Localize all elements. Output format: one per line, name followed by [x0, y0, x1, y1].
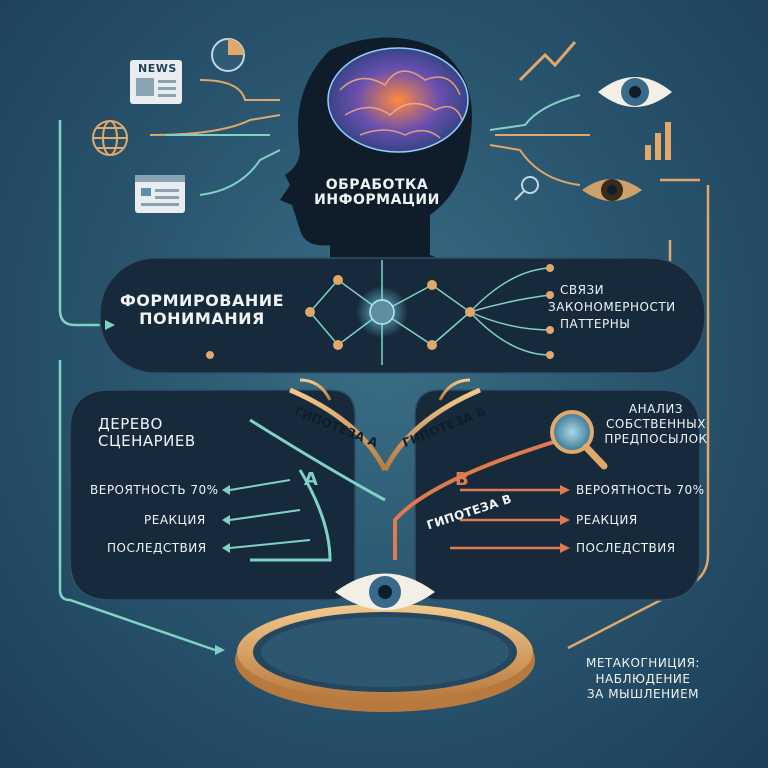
bias-analysis-label: АНАЛИЗ СОБСТВЕННЫХ ПРЕДПОСЫЛОК: [596, 402, 716, 447]
eye-icon: [335, 573, 435, 610]
pie-chart-icon: [211, 38, 245, 72]
bar-chart-icon: [645, 122, 671, 160]
metacognition-line: НАБЛЮДЕНИЕ: [595, 671, 691, 686]
scenarios-title: ДЕРЕВО СЦЕНАРИЕВ: [98, 416, 196, 449]
bias-line: ПРЕДПОСЫЛОК: [604, 432, 708, 446]
understanding-title-line2: ПОНИМАНИЯ: [139, 308, 265, 328]
metacognition-label: МЕТАКОГНИЦИЯ: НАБЛЮДЕНИЕ ЗА МЫШЛЕНИЕМ: [558, 656, 728, 703]
branch-letter-a: A: [304, 469, 319, 490]
pattern-item: ПАТТЕРНЫ: [560, 316, 631, 331]
arrow-heads-orange: [560, 485, 570, 553]
pattern-item: ЗАКОНОМЕРНОСТИ: [548, 299, 676, 314]
search-icon-small: [514, 176, 539, 201]
branch-letter-b: B: [455, 469, 470, 490]
newspaper-icon: [130, 60, 182, 104]
pattern-item: СВЯЗИ: [560, 283, 605, 297]
left-outcome: ПОСЛЕДСТВИЯ: [107, 541, 207, 555]
right-outcome: ПОСЛЕДСТВИЯ: [576, 541, 676, 555]
magnifier-icon: [550, 410, 608, 470]
patterns-list: СВЯЗИ ЗАКОНОМЕРНОСТИ ПАТТЕРНЫ: [548, 282, 676, 332]
understanding-title: ФОРМИРОВАНИЕ ПОНИМАНИЯ: [112, 292, 292, 327]
trend-arrow-icon: [518, 41, 577, 82]
bias-line: АНАЛИЗ: [628, 402, 684, 416]
scenarios-title-line1: ДЕРЕВО: [98, 415, 163, 433]
understanding-title-line1: ФОРМИРОВАНИЕ: [119, 291, 285, 310]
browser-window-icon: [135, 175, 185, 213]
eye-icon-right: [582, 179, 642, 201]
globe-icon: [92, 120, 128, 156]
network-nodes: [206, 264, 554, 359]
eye-icon-top: [598, 77, 672, 107]
news-icon-label: NEWS: [138, 62, 177, 75]
left-outcome: ВЕРОЯТНОСТЬ 70%: [90, 483, 219, 497]
input-arrows: [149, 79, 590, 196]
scenarios-title-line2: СЦЕНАРИЕВ: [98, 431, 196, 450]
metacognition-line: ЗА МЫШЛЕНИЕМ: [586, 687, 700, 702]
arrow-heads: [105, 320, 230, 655]
right-outcome: ВЕРОЯТНОСТЬ 70%: [576, 483, 705, 497]
metacognition-disk: [235, 604, 535, 712]
head-title: ОБРАБОТКА ИНФОРМАЦИИ: [312, 177, 442, 209]
brain-icon: [327, 47, 469, 153]
bias-line: СОБСТВЕННЫХ: [606, 417, 706, 431]
metacognition-line: МЕТАКОГНИЦИЯ:: [586, 656, 700, 670]
right-outcome: РЕАКЦИЯ: [576, 513, 638, 527]
head-title-line1: ОБРАБОТКА: [325, 177, 429, 193]
head-title-line2: ИНФОРМАЦИИ: [314, 192, 440, 209]
left-outcome: РЕАКЦИЯ: [144, 513, 206, 527]
